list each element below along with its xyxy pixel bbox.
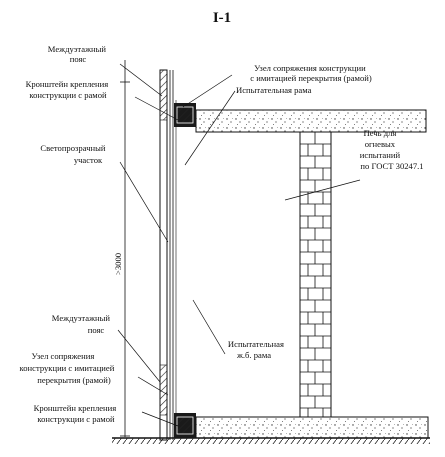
dimension-label: >3000 bbox=[113, 253, 123, 275]
label-top-belt: Междуэтажный пояс bbox=[48, 44, 108, 64]
label-test-frame: Испытательная рама bbox=[236, 85, 312, 95]
facade-construction bbox=[159, 69, 177, 441]
bottom-junction-node bbox=[174, 413, 196, 438]
height-dimension: >3000 bbox=[113, 60, 130, 437]
furnace-brick-wall bbox=[299, 131, 332, 418]
label-furnace: Печь для огневых испытаний по ГОСТ 30247… bbox=[360, 128, 424, 171]
label-glazed-section: Светопрозрачный участок bbox=[40, 143, 107, 165]
top-junction-node bbox=[174, 103, 196, 127]
label-bottom-bracket: Кронштейн крепления конструкции с рамой bbox=[34, 403, 119, 424]
test-frame-bottom-slab bbox=[195, 416, 429, 439]
label-bottom-junction: Узел сопряжения конструкции с имитацией … bbox=[20, 351, 117, 385]
label-bottom-belt: Междуэтажный пояс bbox=[52, 313, 112, 335]
section-title: I-1 bbox=[213, 10, 231, 26]
label-rc-frame: Испытательная ж.б. рама bbox=[228, 339, 286, 360]
label-top-bracket: Кронштейн крепления конструкции с рамой bbox=[26, 79, 111, 100]
label-top-junction: Узел сопряжения конструкции с имитацией … bbox=[250, 63, 372, 83]
leader-lines bbox=[117, 63, 361, 427]
